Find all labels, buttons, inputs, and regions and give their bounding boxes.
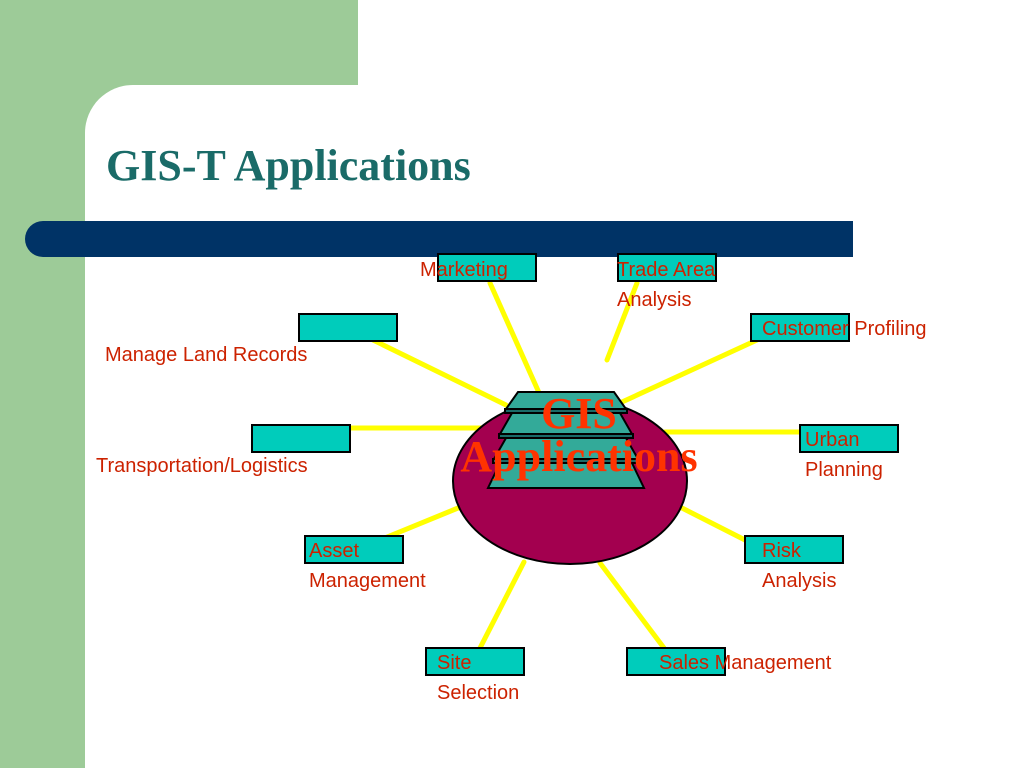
label-manage-land-records-line1: Manage Land Records [105, 344, 308, 366]
label-trade-area: Trade Area Analysis [617, 255, 715, 315]
label-site-selection-line1: Site [437, 652, 472, 674]
box-asset-management [304, 535, 404, 564]
label-risk-analysis-line1: Risk [762, 540, 801, 562]
label-marketing: Marketing [420, 255, 508, 285]
box-customer-profiling [750, 313, 850, 342]
connector-lines [345, 280, 803, 651]
label-asset-management: Asset Management [309, 536, 426, 596]
label-customer-profiling: Customer Profiling [762, 314, 927, 344]
connector-asset-management [377, 505, 461, 543]
label-sales-management-line1: Sales Management [659, 652, 832, 674]
box-marketing [437, 253, 537, 282]
box-sales-management [626, 647, 726, 676]
label-sales-management: Sales Management [659, 648, 831, 678]
label-site-selection-line2: Selection [437, 682, 520, 704]
label-transportation-logistics: Transportation/Logistics [96, 451, 308, 481]
label-risk-analysis: Risk Analysis [762, 536, 836, 596]
label-asset-management-line2: Management [309, 570, 426, 592]
connector-site-selection [477, 559, 527, 651]
stacked-layers-icon [486, 391, 646, 489]
label-asset-management-line1: Asset [309, 540, 360, 562]
box-urban-planning [799, 424, 899, 453]
connector-marketing [487, 280, 543, 398]
connector-trade-area [604, 280, 640, 363]
application-boxes [251, 253, 899, 676]
connector-risk-analysis [679, 505, 748, 543]
label-site-selection: Site Selection [437, 648, 519, 708]
box-risk-analysis [744, 535, 844, 564]
title-underline-bar [25, 221, 853, 257]
connector-manage-land-records [370, 337, 509, 408]
slide-title: GIS-T Applications [106, 141, 471, 190]
label-urban-planning-line1: Urban [805, 429, 860, 451]
label-customer-profiling-line1: Customer Profiling [762, 318, 927, 340]
label-urban-planning: Urban Planning [805, 425, 883, 485]
label-manage-land-records: Manage Land Records [105, 340, 307, 370]
label-trade-area-line2: Analysis [617, 289, 692, 311]
label-urban-planning-line2: Planning [805, 459, 883, 481]
box-site-selection [425, 647, 525, 676]
label-transportation-logistics-line1: Transportation/Logistics [96, 455, 308, 477]
box-trade-area [617, 253, 717, 282]
label-marketing-line1: Marketing [420, 259, 508, 281]
center-label-line1: GIS [541, 389, 617, 438]
center-label-line2: Applications [460, 432, 698, 481]
center-label: GIS Applications [438, 389, 720, 481]
label-trade-area-line1: Trade Area [617, 259, 716, 281]
connector-customer-profiling [619, 337, 760, 405]
label-risk-analysis-line2: Analysis [762, 570, 837, 592]
box-transportation [251, 424, 351, 453]
box-manage-land-records [298, 313, 398, 342]
connector-sales-management [597, 560, 667, 651]
